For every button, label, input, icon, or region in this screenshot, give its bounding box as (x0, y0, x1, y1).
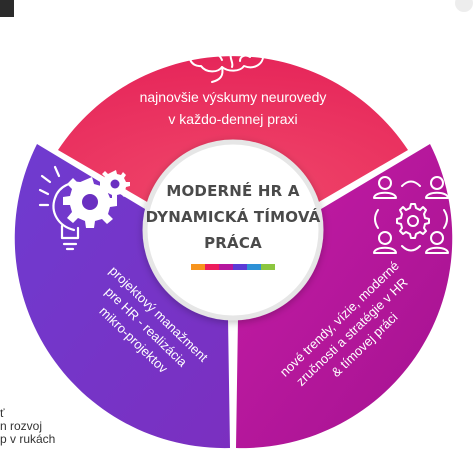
left-cut-text-line-2: n rozvoj (0, 419, 43, 433)
center-title-line-1: MODERNÉ HR A (166, 181, 299, 200)
color-bar-swatch (219, 264, 233, 270)
center-circle (142, 139, 324, 321)
brain-icon (188, 19, 270, 83)
segment-top-text-line-1: najnovšie výskumy neurovedy (140, 89, 327, 105)
color-bar-swatch (205, 264, 219, 270)
team-gear-icon (373, 176, 449, 254)
color-bar-swatch (191, 264, 205, 270)
segment-top-text-line-2: v každo-dennej praxi (168, 111, 297, 127)
center-title-line-3: PRÁCA (204, 233, 262, 252)
left-cut-text: ť n rozvoj p v rukách (0, 407, 55, 446)
center-title-line-2: DYNAMICKÁ TÍMOVÁ (146, 207, 321, 226)
gear-icon (63, 170, 130, 228)
color-bar-swatch (233, 264, 247, 270)
segment-right (236, 144, 453, 449)
corner-block-dark (0, 0, 14, 17)
color-bar-swatch (247, 264, 261, 270)
segment-left (14, 144, 231, 449)
segment-top (58, 56, 408, 211)
left-cut-text-line-1: ť (0, 406, 5, 420)
left-cut-text-line-3: p v rukách (0, 432, 56, 446)
color-bar-swatch (261, 264, 275, 270)
corner-dot (455, 0, 473, 12)
center-color-bar (191, 264, 275, 270)
